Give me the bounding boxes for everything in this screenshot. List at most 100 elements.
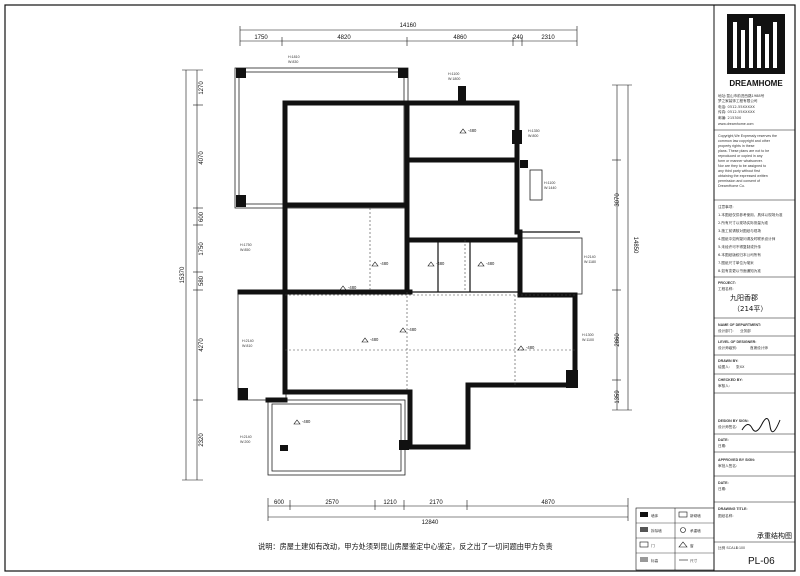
dim-bottom-seg: 1210 (383, 500, 397, 506)
field-en: DATE: (718, 438, 729, 442)
legend-item: 门 (651, 543, 655, 548)
wall-columns (236, 68, 578, 451)
room-mark: -480 (370, 337, 379, 342)
dimension-top (239, 26, 578, 46)
dimension-right (612, 84, 632, 411)
copyright-line: Copyright,We Expressly reserves the (718, 134, 777, 138)
dreamhome-logo (727, 14, 785, 74)
field-cn: 设计师签名: (718, 424, 737, 429)
field-cn: 日期: (718, 486, 726, 491)
company-line: 地址:昆山市前进西路1988号 (718, 93, 765, 98)
field-value: 首席设计师 (750, 345, 768, 350)
brand-name: DREAMHOME (729, 79, 783, 88)
title-fields: NAME OF DEPARTMENT: 设计部门: 业务部 LEVEL OF D… (714, 323, 795, 503)
field-cn: 绘图人: (718, 364, 730, 369)
sheet-border (4, 4, 796, 572)
window-note-h: H:1300 (582, 333, 594, 337)
window-note-w: W:800 (528, 134, 538, 138)
note-line: 4.图纸中如有疑问请及时联系设计师 (718, 236, 776, 241)
legend-item: 新砌墙 (690, 513, 701, 518)
note-line: 8.如有变更以书面通知为准 (718, 268, 761, 273)
room-mark: -480 (468, 128, 477, 133)
project-label-cn: 工程名称: (718, 286, 734, 291)
window-note-h: H:1100 (448, 72, 459, 76)
copyright-line: plans. These plans are not to be (718, 149, 769, 153)
legend-item: 窗 (690, 543, 694, 548)
dim-left-seg: 4070 (199, 151, 205, 165)
dim-right-seg: 2860 (615, 333, 621, 347)
field-value: 业务部 (740, 328, 751, 333)
partitions (410, 231, 580, 293)
legend-item: 墙体 (651, 513, 659, 518)
copyright-line: Nor are they to be assigned to (718, 164, 766, 168)
window-note-h: H:2140 (242, 339, 254, 343)
dim-top-seg: 240 (513, 35, 524, 41)
note-line: 5.未经许可不得复制或外传 (718, 244, 761, 249)
dim-right-seg: 1359 (615, 390, 621, 404)
legend-item: 承重墙 (690, 528, 701, 533)
field-cn: 设计部门: (718, 328, 734, 333)
copyright-line: DreamHome Co. (718, 184, 745, 188)
floor-plan (234, 67, 583, 476)
project-label: PROJECT: (718, 281, 736, 285)
room-markers (293, 128, 525, 425)
room-mark: -480 (486, 261, 495, 266)
copyright-line: permission and consent of (718, 179, 760, 183)
scale-value: 1:100 (736, 546, 745, 550)
dimension-left (182, 69, 203, 481)
dim-left-seg: 1270 (199, 81, 205, 95)
room-mark: -480 (436, 261, 445, 266)
window-notes: H:1810 W:830 H:1100 W:1800 H:1350 W:800 … (240, 55, 596, 444)
note-line: 3.施工前请核对图纸与现场 (718, 228, 761, 233)
window-note-h: H:1350 (528, 129, 540, 133)
room-mark: -480 (348, 285, 357, 290)
company-line: 梦之家装饰工程有限公司 (718, 98, 758, 103)
window-note-h: H:1750 (240, 243, 252, 247)
legend-item: 尺寸 (690, 558, 698, 563)
company-line: 邮编: 215300 (718, 115, 742, 120)
dim-top-seg: 2310 (541, 35, 555, 41)
legend-item: 标高 (651, 558, 659, 563)
scale-label: 比例 SCALE (718, 545, 739, 550)
notes-cn: 注意事项: 1.本图纸仅供参考使用，具体以现场为准 2.所有尺寸以现场实际测量为… (718, 204, 783, 273)
copyright: Copyright,We Expressly reserves the comm… (718, 134, 777, 188)
room-mark: -480 (526, 345, 535, 350)
note-line: 1.本图纸仅供参考使用，具体以现场为准 (718, 212, 783, 217)
dim-bottom-seg: 4870 (541, 500, 555, 506)
company-line: 传真: 0512-55XXXXX (718, 109, 755, 114)
company-line: 电话: 0512-55XXXXX (718, 104, 755, 109)
dim-left-total: 15370 (180, 266, 186, 283)
copyright-line: reproduced or copied in any (718, 154, 763, 158)
dim-top-seg: 4860 (453, 35, 467, 41)
window-note-w: W:810 (242, 344, 252, 348)
copyright-line: any third party without first (718, 169, 760, 173)
room-mark: -480 (408, 327, 417, 332)
dim-bottom-seg: 2570 (325, 500, 339, 506)
window-note-w: W:200 (240, 440, 250, 444)
dimension-bottom (267, 498, 629, 521)
load-bearing-walls (237, 100, 578, 450)
field-en: DESIGN BY SIGN: (718, 419, 749, 423)
window-note-w: W:1100 (582, 338, 594, 342)
dim-left-seg: 2320 (199, 433, 205, 447)
company-info: 地址:昆山市前进西路1988号 梦之家装饰工程有限公司 电话: 0512-55X… (718, 93, 765, 126)
window-note-w: W:1800 (448, 77, 460, 81)
field-en: DRAWN BY: (718, 359, 739, 363)
note-line: 注意事项: (718, 204, 734, 209)
dim-right-seg: 3070 (615, 193, 621, 207)
field-cn: 审核人: (718, 383, 730, 388)
title-block: DREAMHOME 地址:昆山市前进西路1988号 梦之家装饰工程有限公司 电话… (714, 14, 795, 567)
field-en: LEVEL OF DESIGNER: (718, 340, 756, 344)
drawing-title-en: DRAWING TITLE: (718, 507, 748, 511)
window-note-w: W:830 (288, 60, 298, 64)
field-cn: 日期: (718, 443, 726, 448)
field-cn: 设计师级别: (718, 345, 737, 350)
field-en: DATE: (718, 481, 729, 485)
dim-bottom-seg: 600 (274, 500, 285, 506)
window-note-w: W:1180 (584, 260, 596, 264)
field-en: APPROVED BY SIGN: (718, 458, 755, 462)
note-line: 2.所有尺寸以现场实际测量为准 (718, 220, 769, 225)
company-line: www.dreamhome.com (718, 122, 754, 126)
field-en: NAME OF DEPARTMENT: (718, 323, 761, 327)
